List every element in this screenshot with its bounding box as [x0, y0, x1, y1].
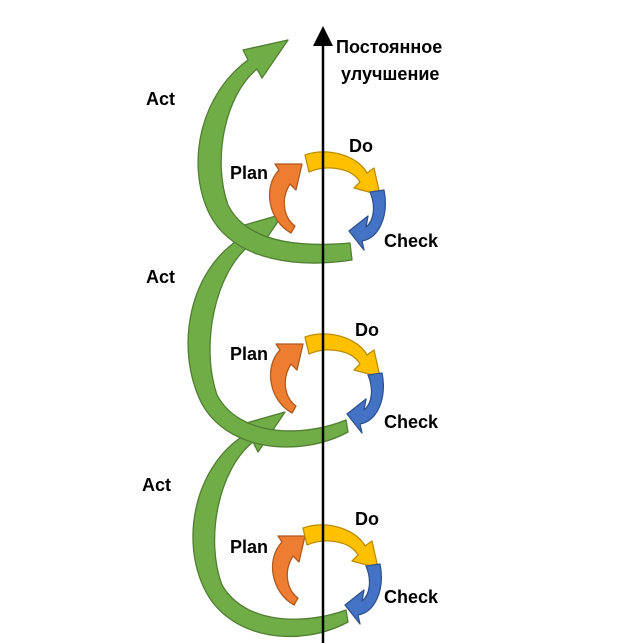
plan-arrow-2	[269, 343, 304, 414]
act-label-1: Act	[146, 89, 175, 109]
plan-label-1: Plan	[230, 163, 268, 183]
do-arrow-2	[304, 333, 381, 378]
do-arrow-3	[302, 524, 379, 569]
check-label-2: Check	[384, 412, 439, 432]
pdca-cycle-2: Act Plan Do Check	[146, 213, 439, 448]
plan-label-3: Plan	[230, 537, 268, 557]
check-arrow-2	[346, 372, 384, 434]
plan-arrow-3	[271, 535, 306, 606]
check-label-3: Check	[384, 587, 439, 607]
do-label-3: Do	[355, 509, 379, 529]
act-arrow-1	[197, 39, 353, 264]
do-label-1: Do	[349, 136, 373, 156]
do-label-2: Do	[355, 320, 379, 340]
do-arrow-1	[304, 151, 381, 196]
act-label-2: Act	[146, 267, 175, 287]
act-arrow-3	[192, 411, 349, 638]
plan-arrow-1	[268, 163, 303, 234]
pdca-cycle-3: Act Plan Do Check	[142, 411, 439, 638]
plan-label-2: Plan	[230, 344, 268, 364]
act-label-3: Act	[142, 475, 171, 495]
check-arrow-3	[344, 563, 382, 625]
axis-label-line1: Постоянное	[336, 37, 442, 57]
axis-label-line2: улучшение	[341, 64, 439, 84]
check-label-1: Check	[384, 231, 439, 251]
check-arrow-1	[348, 189, 386, 251]
